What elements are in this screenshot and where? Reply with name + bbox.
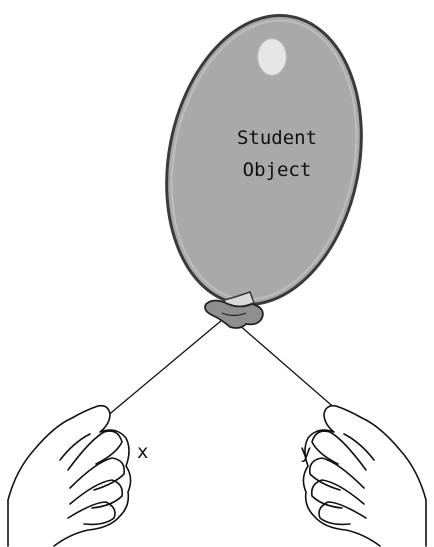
right-hand-finger-4 <box>318 501 367 526</box>
right-hand-label-y: y <box>300 441 311 463</box>
balloon-knot-fold <box>221 312 247 317</box>
balloon-highlight <box>257 38 287 76</box>
left-hand-finger-4 <box>67 501 116 526</box>
right-hand-finger-1 <box>311 430 367 471</box>
left-hand-outline <box>7 404 132 547</box>
string-to-left-hand <box>105 319 223 418</box>
right-hand-outline <box>302 404 427 547</box>
left-hand-label-x: x <box>137 441 148 463</box>
left-hand-thumb <box>59 433 91 461</box>
right-hand-finger-2 <box>308 457 365 491</box>
balloon-label-line2: Object <box>243 159 312 181</box>
right-hand-thumb <box>343 433 375 461</box>
left-hand-finger-2 <box>69 457 126 491</box>
left-hand <box>7 404 132 547</box>
balloon: Student Object <box>165 14 363 329</box>
balloon-knot <box>204 299 264 329</box>
left-hand-finger-1 <box>67 430 123 471</box>
balloon-label-line1: Student <box>237 127 317 149</box>
right-hand <box>302 404 427 547</box>
string-to-right-hand <box>237 323 346 418</box>
